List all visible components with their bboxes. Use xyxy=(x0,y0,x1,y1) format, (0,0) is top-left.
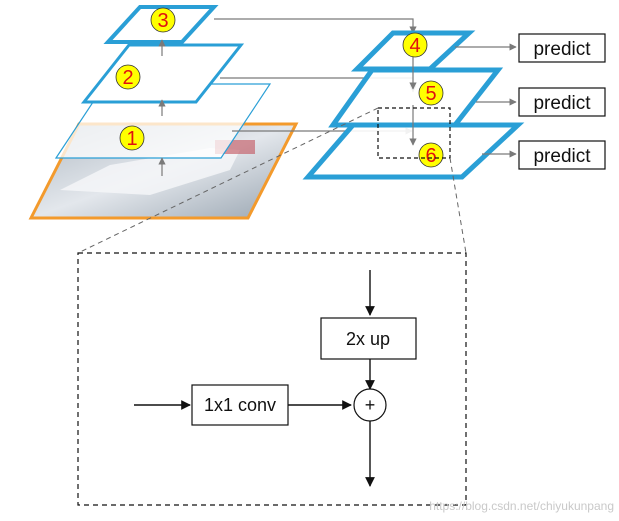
predict-box-1: predict xyxy=(518,87,606,117)
svg-text:5: 5 xyxy=(425,83,436,105)
svg-text:3: 3 xyxy=(157,10,168,32)
feature-map-5 xyxy=(328,67,504,128)
watermark: https://blog.csdn.net/chiyukunpang xyxy=(429,499,614,513)
svg-text:1x1 conv: 1x1 conv xyxy=(204,395,276,415)
level-badge-4: 4 xyxy=(402,32,428,58)
boat-shape xyxy=(60,148,240,195)
svg-text:+: + xyxy=(365,395,376,415)
svg-text:predict: predict xyxy=(533,146,591,167)
level-badge-1: 1 xyxy=(119,125,145,151)
add-merge-node: + xyxy=(353,388,387,422)
predict-box-2: predict xyxy=(518,140,606,170)
predict-box-0: predict xyxy=(518,33,606,63)
prediction-heads: predict predict predict xyxy=(455,33,606,170)
merge-detail-panel: 2x up 1x1 conv + xyxy=(77,252,467,506)
lateral-3-to-4 xyxy=(214,18,417,34)
conv1x1-box: 1x1 conv xyxy=(191,384,289,426)
top-down-pyramid: 4 5 6 xyxy=(302,30,525,180)
level-badge-3: 3 xyxy=(150,7,176,33)
svg-text:2x up: 2x up xyxy=(346,329,390,349)
svg-text:6: 6 xyxy=(425,145,436,167)
feature-map-6 xyxy=(302,122,525,180)
level-badge-5: 5 xyxy=(418,80,444,106)
detail-frame xyxy=(77,252,467,506)
upsample-box: 2x up xyxy=(320,317,417,360)
level-badge-2: 2 xyxy=(115,64,141,90)
svg-text:predict: predict xyxy=(533,39,591,60)
zoom-line-right xyxy=(449,157,467,254)
svg-text:predict: predict xyxy=(533,93,591,114)
zoom-connectors xyxy=(77,107,467,254)
svg-text:1: 1 xyxy=(126,128,137,150)
svg-text:4: 4 xyxy=(409,35,420,57)
zoom-line-left xyxy=(77,107,379,254)
level-badge-6: 6 xyxy=(418,142,444,168)
bottom-up-pyramid: 1 2 3 xyxy=(54,4,272,176)
svg-text:2: 2 xyxy=(122,67,133,89)
